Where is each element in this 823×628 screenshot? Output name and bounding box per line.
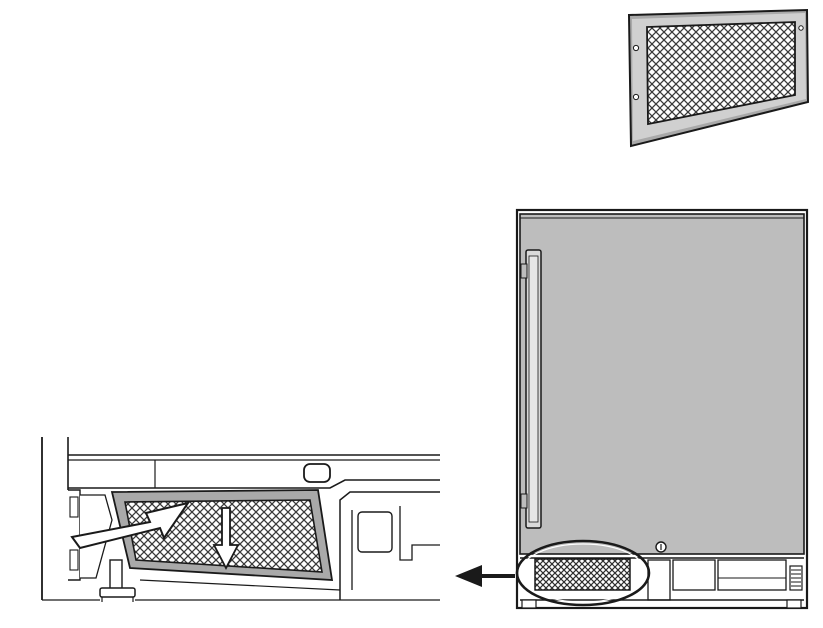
door-handle bbox=[520, 249, 542, 529]
arrow-down-icon bbox=[212, 507, 240, 570]
ellipse-highlight bbox=[515, 539, 651, 607]
refrigerator-door bbox=[519, 213, 805, 555]
refrigerator-unit bbox=[515, 208, 809, 610]
mesh-filter-icon bbox=[627, 8, 810, 148]
lock-icon bbox=[655, 541, 667, 553]
arrow-left-icon bbox=[455, 565, 515, 587]
arrow-insert-icon bbox=[70, 501, 191, 550]
base-grille bbox=[520, 557, 804, 609]
